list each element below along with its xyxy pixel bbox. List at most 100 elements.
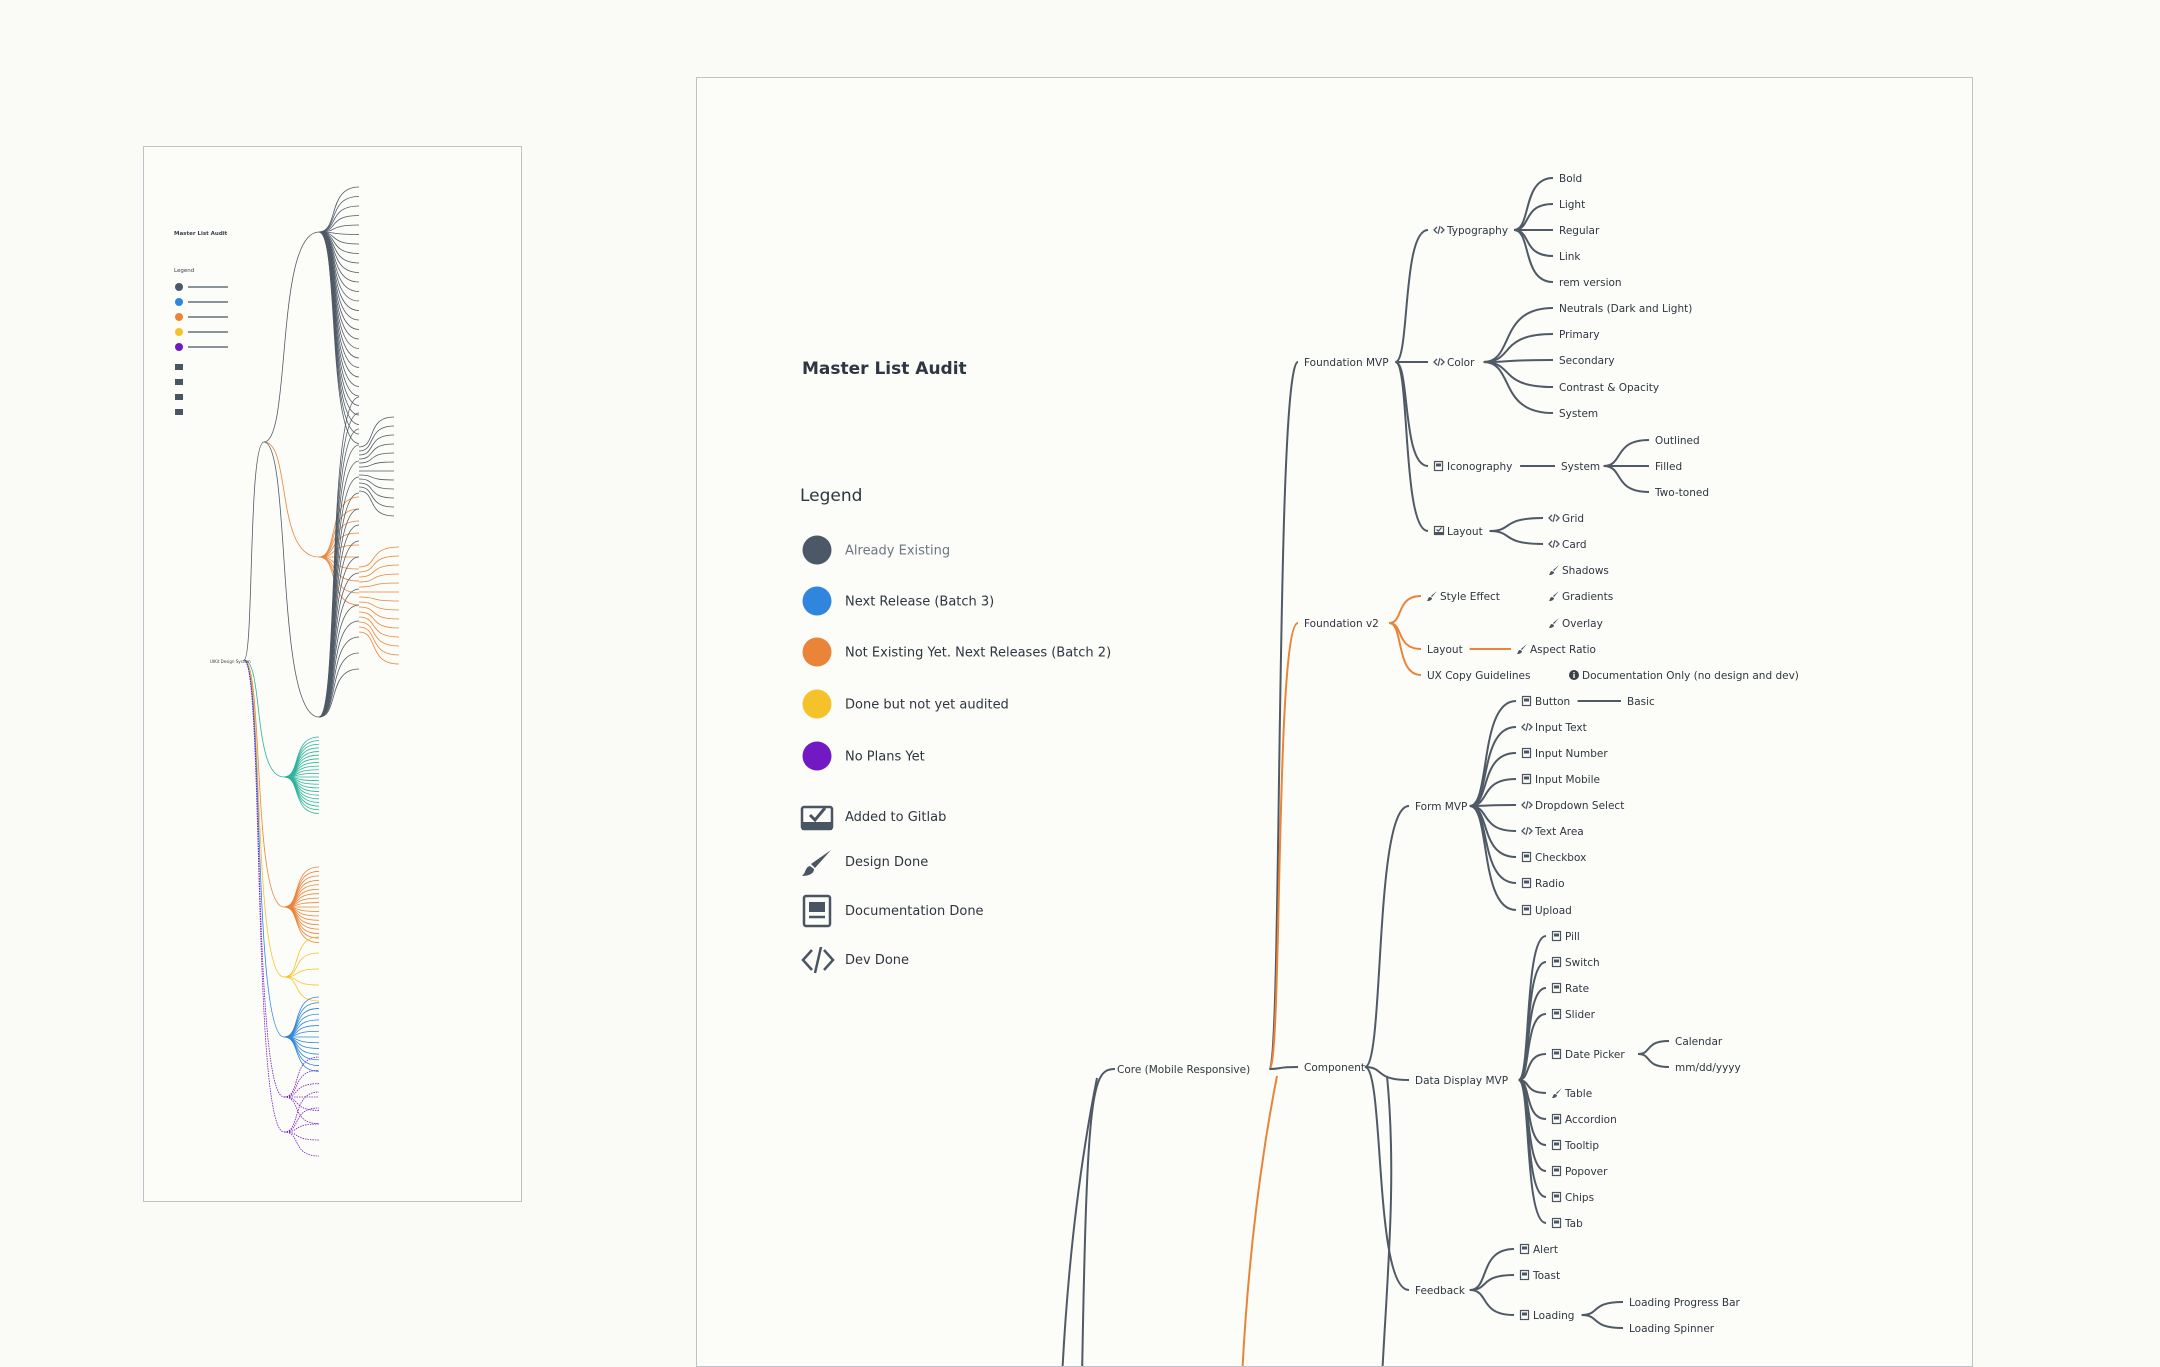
tree-node-popover[interactable]: Popover [1551, 1165, 1609, 1178]
document-icon [1521, 851, 1532, 863]
branch-layout-card [1489, 530, 1544, 545]
node-label: Light [1559, 199, 1585, 211]
tree-node-basic[interactable]: Basic [1627, 696, 1655, 708]
tree-branches [1061, 177, 1670, 1366]
tree-node-rate[interactable]: Rate [1551, 982, 1590, 995]
overview-tree: Master List Audit Legend UIKit Design Sy… [174, 186, 400, 1157]
mini-branches [243, 186, 400, 1157]
tree-node-color[interactable]: Color [1433, 357, 1475, 369]
node-label: Basic [1627, 696, 1655, 708]
tree-node-feedback[interactable]: Feedback [1415, 1285, 1466, 1297]
tree-node-contrast[interactable]: Contrast & Opacity [1559, 382, 1659, 394]
tree-node-iconography[interactable]: Iconography [1433, 460, 1513, 473]
tree-node-upload[interactable]: Upload [1521, 904, 1572, 917]
mini-branch [283, 776, 320, 814]
node-label: Feedback [1415, 1285, 1466, 1297]
tree-node-alert[interactable]: Alert [1519, 1243, 1559, 1256]
tree-node-pill[interactable]: Pill [1551, 930, 1580, 943]
tree-node-filled[interactable]: Filled [1655, 461, 1682, 473]
tree-node-light[interactable]: Light [1559, 199, 1585, 211]
code-icon [801, 946, 835, 974]
tree-node-slider[interactable]: Slider [1551, 1008, 1596, 1021]
tree-node-core[interactable]: Core (Mobile Responsive) [1117, 1064, 1250, 1076]
tree-node-style-effect[interactable]: Style Effect [1427, 591, 1500, 603]
tree-node-data-display[interactable]: Data Display MVP [1415, 1075, 1508, 1087]
tree-node-regular[interactable]: Regular [1559, 225, 1600, 237]
status-dot-batch2 [802, 637, 832, 667]
tree-node-form-mvp[interactable]: Form MVP [1415, 801, 1467, 813]
mini-legend-icon [175, 409, 183, 415]
legend-label: No Plans Yet [845, 750, 925, 765]
tree-node-typography[interactable]: Typography [1433, 225, 1508, 237]
tree-node-button[interactable]: Button [1521, 695, 1571, 708]
mindmap-canvas[interactable]: Master List Audit Legend Already Existin… [696, 77, 1973, 1367]
node-label: Link [1559, 251, 1581, 263]
mini-legend-text-stub [188, 286, 228, 288]
node-label: Accordion [1565, 1114, 1617, 1126]
tree-node-tooltip[interactable]: Tooltip [1551, 1139, 1600, 1152]
overview-minimap[interactable]: Master List Audit Legend UIKit Design Sy… [143, 146, 522, 1202]
node-label: Shadows [1562, 565, 1609, 577]
document-icon [1521, 747, 1532, 759]
branch-data-display-switch [1517, 961, 1547, 1081]
tree-node-aspect[interactable]: Aspect Ratio [1517, 644, 1596, 656]
document-icon [802, 894, 832, 928]
tree-node-loading-bar[interactable]: Loading Progress Bar [1629, 1297, 1741, 1309]
tree-node-textarea[interactable]: Text Area [1521, 826, 1584, 838]
tree-node-component[interactable]: Component [1304, 1062, 1365, 1074]
tree-node-secondary[interactable]: Secondary [1559, 355, 1615, 367]
mini-root-label: UIKit Design System [210, 659, 251, 664]
status-dot-no-plans [802, 741, 832, 771]
mini-legend-icon [175, 379, 183, 385]
tree-node-outlined[interactable]: Outlined [1655, 435, 1700, 447]
tree-node-mmddyyyy[interactable]: mm/dd/yyyy [1675, 1062, 1741, 1074]
tree-node-neutrals[interactable]: Neutrals (Dark and Light) [1559, 303, 1692, 315]
tree-node-chips[interactable]: Chips [1551, 1191, 1595, 1204]
tree-node-bold[interactable]: Bold [1559, 173, 1582, 185]
tree-node-system-i[interactable]: System [1561, 461, 1600, 473]
tree-node-found-mvp[interactable]: Foundation MVP [1304, 357, 1389, 369]
tree-node-primary[interactable]: Primary [1559, 329, 1600, 341]
tree-node-layout[interactable]: Layout [1433, 525, 1483, 538]
tree-node-system-c[interactable]: System [1559, 408, 1598, 420]
tree-node-loading-spin[interactable]: Loading Spinner [1629, 1323, 1715, 1335]
branch-typography-rem [1513, 229, 1554, 283]
tree-node-doc-only[interactable]: Documentation Only (no design and dev) [1569, 670, 1799, 682]
tree-node-twotoned[interactable]: Two-toned [1654, 487, 1709, 499]
tree-node-overlay[interactable]: Overlay [1549, 618, 1603, 630]
tree-node-card[interactable]: Card [1548, 539, 1587, 551]
mini-branch [283, 1036, 320, 1072]
legend-label: Next Release (Batch 3) [845, 595, 994, 610]
tree-node-input-number[interactable]: Input Number [1521, 747, 1609, 760]
tree-node-toast[interactable]: Toast [1519, 1269, 1561, 1282]
tree-node-calendar[interactable]: Calendar [1675, 1036, 1723, 1048]
tree-node-ux-copy[interactable]: UX Copy Guidelines [1427, 670, 1530, 682]
tree-node-table[interactable]: Table [1552, 1088, 1592, 1100]
tree-node-grid[interactable]: Grid [1548, 513, 1584, 525]
tree-node-checkbox[interactable]: Checkbox [1521, 851, 1587, 864]
tree-node-link[interactable]: Link [1559, 251, 1581, 263]
branch-data-display-slider [1518, 1013, 1547, 1081]
tree-node-tab[interactable]: Tab [1551, 1217, 1584, 1230]
tree-node-found-v2[interactable]: Foundation v2 [1304, 618, 1379, 630]
mini-branch [283, 1056, 320, 1098]
tree-node-input-text[interactable]: Input Text [1521, 722, 1587, 734]
tree-node-dropdown[interactable]: Dropdown Select [1521, 800, 1624, 812]
mini-branch [358, 601, 400, 611]
tree-node-rem[interactable]: rem version [1559, 277, 1622, 289]
branch-feedback-loading [1469, 1289, 1515, 1316]
node-label: Regular [1559, 225, 1600, 237]
tree-node-datepicker[interactable]: Date Picker [1551, 1048, 1626, 1061]
node-label: Overlay [1562, 618, 1603, 630]
mini-branch [243, 659, 285, 1038]
tree-node-input-mobile[interactable]: Input Mobile [1521, 773, 1600, 786]
tree-node-radio[interactable]: Radio [1521, 877, 1565, 890]
tree-node-shadows[interactable]: Shadows [1549, 565, 1609, 577]
tree-node-loading[interactable]: Loading [1519, 1309, 1575, 1322]
tree-node-layout-v2[interactable]: Layout [1427, 644, 1463, 656]
tree-node-accordion[interactable]: Accordion [1551, 1113, 1617, 1126]
mini-branch [358, 546, 400, 568]
branch-form-mvp-dropdown [1469, 804, 1517, 807]
tree-node-switch[interactable]: Switch [1551, 956, 1600, 969]
tree-node-gradients[interactable]: Gradients [1549, 591, 1613, 603]
